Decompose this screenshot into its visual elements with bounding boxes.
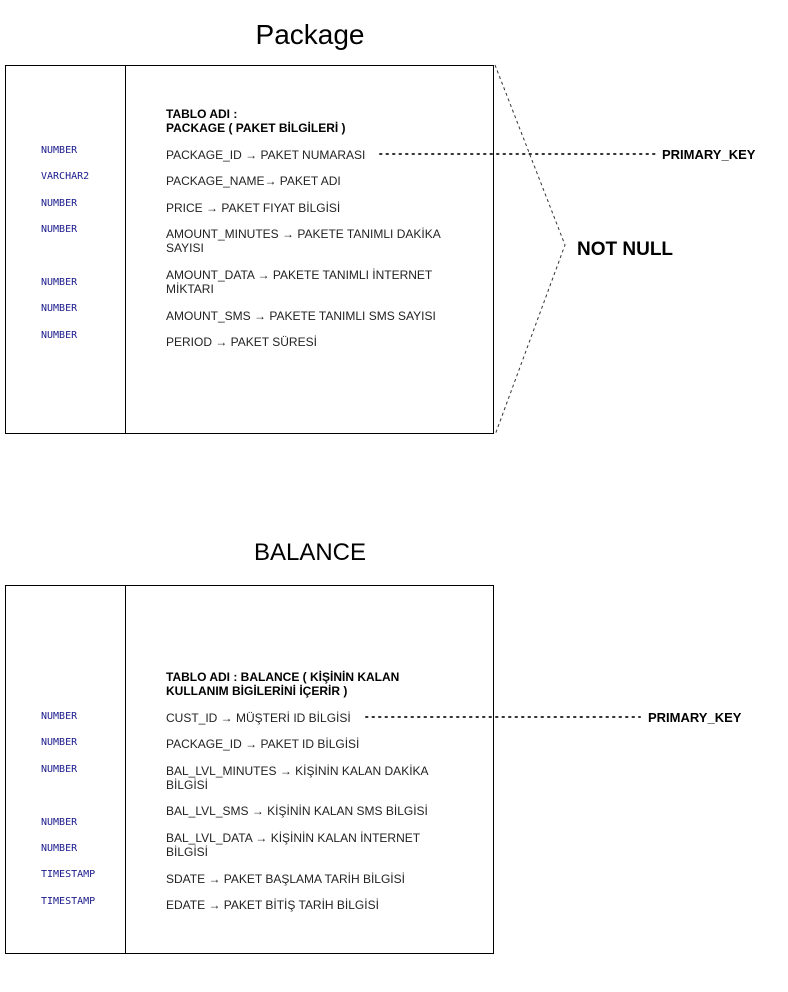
balance-type-edate: TIMESTAMP bbox=[41, 896, 96, 907]
package-field-amount-data: AMOUNT_DATA → PAKETE TANIMLI İNTERNET Mİ… bbox=[166, 268, 433, 296]
balance-type-bal-lvl-minutes: NUMBER bbox=[41, 764, 78, 775]
balance-primary-key-label: PRIMARY_KEY bbox=[648, 710, 742, 725]
package-heading-line2: PACKAGE ( PAKET BİLGİLERİ ) bbox=[166, 121, 346, 135]
balance-column-divider bbox=[125, 586, 126, 953]
package-type-amount-sms: NUMBER bbox=[41, 303, 78, 314]
package-field-amount-minutes: AMOUNT_MINUTES → PAKETE TANIMLI DAKİKA S… bbox=[166, 227, 441, 255]
package-type-package-id: NUMBER bbox=[41, 145, 78, 156]
balance-type-sdate: TIMESTAMP bbox=[41, 869, 96, 880]
package-field-period: PERIOD → PAKET SÜRESİ bbox=[166, 335, 317, 349]
package-table-heading: TABLO ADI : PACKAGE ( PAKET BİLGİLERİ ) bbox=[166, 107, 426, 135]
package-type-price: NUMBER bbox=[41, 198, 78, 209]
package-field-amount-sms: AMOUNT_SMS → PAKETE TANIMLI SMS SAYISI bbox=[166, 309, 436, 323]
balance-title: BALANCE bbox=[253, 539, 367, 566]
balance-field-bal-lvl-data: BAL_LVL_DATA → KİŞİNİN KALAN İNTERNET Bİ… bbox=[166, 831, 420, 859]
balance-type-bal-lvl-data: NUMBER bbox=[41, 843, 78, 854]
package-not-null-label: NOT NULL bbox=[577, 239, 674, 260]
package-type-package-name: VARCHAR2 bbox=[41, 171, 90, 182]
package-type-amount-minutes: NUMBER bbox=[41, 224, 78, 235]
balance-field-bal-lvl-sms: BAL_LVL_SMS → KİŞİNİN KALAN SMS BİLGİSİ bbox=[166, 804, 428, 818]
package-not-null-bracket bbox=[494, 64, 566, 436]
package-heading-line1: TABLO ADI : bbox=[166, 107, 238, 121]
balance-field-bal-lvl-minutes: BAL_LVL_MINUTES → KİŞİNİN KALAN DAKİKA B… bbox=[166, 764, 428, 792]
balance-field-cust-id: CUST_ID → MÜŞTERİ ID BİLGİSİ bbox=[166, 711, 351, 725]
package-primary-key-label: PRIMARY_KEY bbox=[662, 147, 756, 162]
balance-table bbox=[5, 585, 494, 954]
package-type-period: NUMBER bbox=[41, 330, 78, 341]
package-column-divider bbox=[125, 66, 126, 433]
balance-type-bal-lvl-sms: NUMBER bbox=[41, 817, 78, 828]
balance-field-sdate: SDATE → PAKET BAŞLAMA TARİH BİLGİSİ bbox=[166, 872, 405, 886]
package-table bbox=[5, 65, 494, 434]
package-field-price: PRICE → PAKET FIYAT BİLGİSİ bbox=[166, 201, 341, 215]
package-field-package-name: PACKAGE_NAME→ PAKET ADI bbox=[166, 174, 341, 188]
package-field-package-id: PACKAGE_ID → PAKET NUMARASI bbox=[166, 148, 366, 162]
balance-type-package-id: NUMBER bbox=[41, 737, 78, 748]
package-type-amount-data: NUMBER bbox=[41, 277, 78, 288]
balance-field-package-id: PACKAGE_ID → PAKET ID BİLGİSİ bbox=[166, 737, 360, 751]
balance-type-cust-id: NUMBER bbox=[41, 711, 78, 722]
balance-table-heading: TABLO ADI : BALANCE ( KİŞİNİN KALAN KULL… bbox=[166, 670, 400, 698]
balance-field-edate: EDATE → PAKET BİTİŞ TARİH BİLGİSİ bbox=[166, 898, 379, 912]
package-title: Package bbox=[255, 19, 365, 50]
